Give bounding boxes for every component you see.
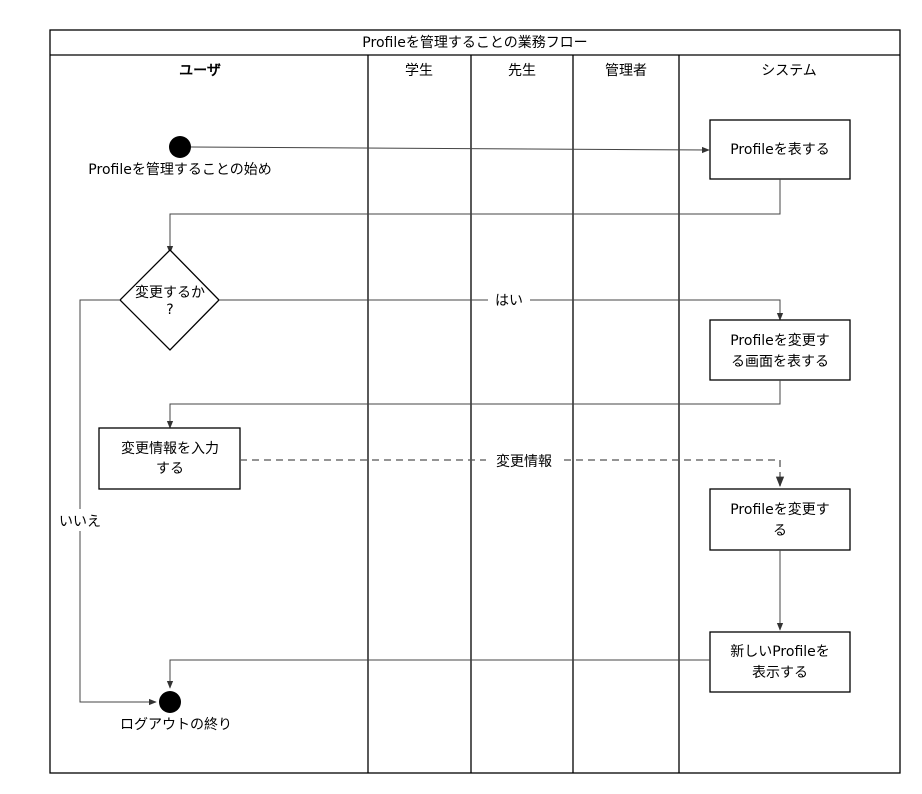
start-node-label: Profileを管理することの始め xyxy=(88,162,271,178)
lane-header-teacher: 先生 xyxy=(508,63,536,79)
lane-header-user: ユーザ xyxy=(179,63,221,79)
edge-change-info-label: 変更情報 xyxy=(496,453,552,470)
edge-no-label-bg xyxy=(52,509,108,531)
node-input-change-info xyxy=(98,427,241,490)
node-show-new-profile-line2: 表示する xyxy=(752,665,808,681)
node-show-profile xyxy=(709,119,851,180)
edge-new-profile-to-end xyxy=(166,659,710,689)
node-show-new-profile xyxy=(709,631,851,693)
node-show-profile-label: Profileを表する xyxy=(730,142,830,158)
node-input-change-info-line1: 変更情報を入力 xyxy=(121,440,219,457)
edge-change-info xyxy=(240,459,785,488)
edge-show-profile-to-decision xyxy=(166,179,781,254)
lane-header-student: 学生 xyxy=(405,63,433,79)
edge-no xyxy=(79,299,157,706)
node-show-edit-screen-line1: Profileを変更す xyxy=(730,332,830,349)
lane-header-admin: 管理者 xyxy=(605,63,647,79)
diagram-frame xyxy=(49,29,901,774)
decision-label-line2: ? xyxy=(166,302,173,318)
edge-yes-label-bg xyxy=(488,290,530,310)
edge-edit-screen-to-input xyxy=(166,380,781,429)
edge-yes-label: はい xyxy=(495,293,523,309)
node-change-profile xyxy=(709,488,851,551)
node-input-change-info-line2: する xyxy=(156,461,184,477)
diagram-title: Profileを管理することの業務フロー xyxy=(362,35,587,51)
start-node xyxy=(169,136,191,158)
node-change-profile-line2: る xyxy=(773,523,787,539)
edge-start-to-show-profile xyxy=(190,146,710,154)
node-change-profile-line1: Profileを変更す xyxy=(730,501,830,518)
decision-label-line1: 変更するか xyxy=(135,284,205,301)
edge-no-label: いいえ xyxy=(59,514,101,530)
end-node-label: ログアウトの終り xyxy=(120,717,232,733)
decision-node xyxy=(119,249,220,351)
node-show-new-profile-line1: 新しいProfileを xyxy=(730,644,830,660)
node-show-edit-screen-line2: る画面を表する xyxy=(731,354,829,370)
edge-change-info-label-bg xyxy=(486,450,562,470)
end-node xyxy=(159,691,181,713)
edge-yes xyxy=(219,299,784,321)
lane-header-system: システム xyxy=(761,63,817,79)
node-show-edit-screen xyxy=(709,319,851,381)
